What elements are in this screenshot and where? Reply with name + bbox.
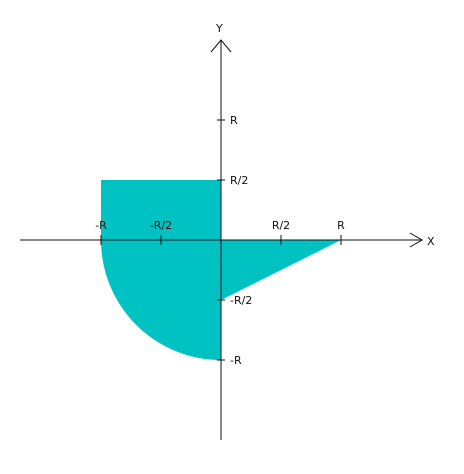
x-axis-arrow (409, 232, 423, 248)
y-axis-arrow (210, 39, 232, 53)
shaded-region (101, 180, 341, 360)
quarter-circle-region (101, 240, 221, 360)
y-tick-label: -R (230, 354, 242, 367)
y-tick-label: R (230, 114, 238, 127)
x-tick-label: R/2 (272, 219, 290, 232)
y-tick-label: -R/2 (230, 294, 252, 307)
x-tick-label: -R/2 (150, 219, 172, 232)
y-axis-label: Y (215, 22, 223, 35)
y-tick-label: R/2 (230, 174, 248, 187)
x-tick-label: R (337, 219, 345, 232)
axes: X Y (20, 22, 435, 440)
x-tick-label: -R (95, 219, 107, 232)
rectangle-region (101, 180, 221, 240)
x-axis-label: X (427, 235, 435, 248)
triangle-region (221, 240, 341, 300)
